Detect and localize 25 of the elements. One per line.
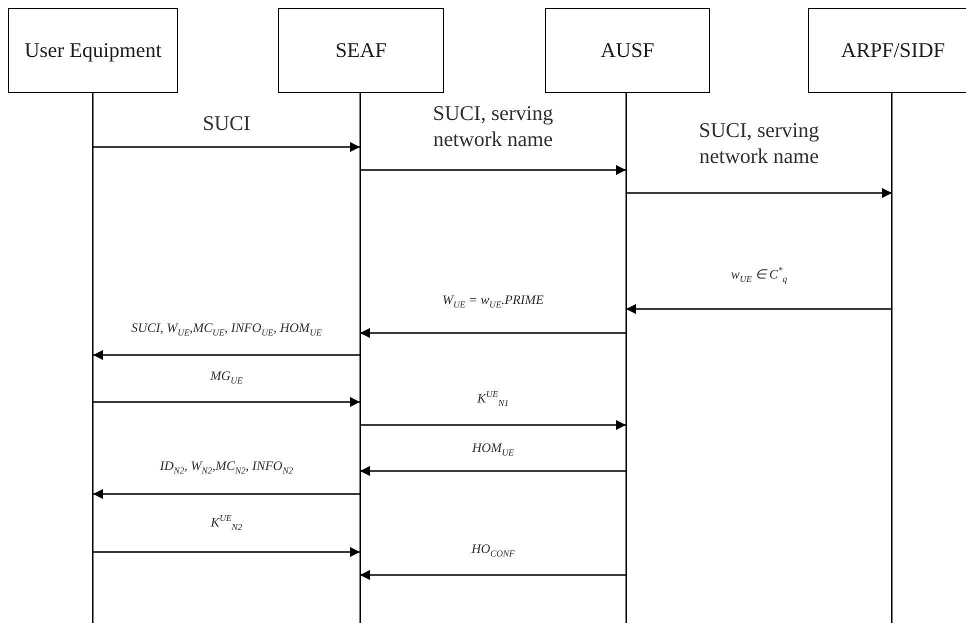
participant-box: AUSF: [545, 8, 710, 93]
message-arrow: [360, 165, 626, 175]
message-arrow: [93, 489, 360, 499]
message-label: W$_{UE}$ = w$_{UE}$.PRIME: [441, 292, 545, 310]
message-label: SUCI, serving network name: [432, 100, 554, 152]
message-arrow: [626, 304, 892, 314]
message-label: SUCI: [202, 110, 252, 136]
message-label: MG$_{UE}$: [209, 368, 244, 386]
message-arrow: [93, 547, 360, 557]
message-label: ID$_{N2}$, W$_{N2}$,MC$_{N2}$, INFO$_{N2}$: [158, 458, 294, 476]
message-arrow: [93, 142, 360, 152]
participant-box: ARPF/SIDF: [808, 8, 966, 93]
message-label: SUCI, serving network name: [698, 117, 820, 170]
participant-box: User Equipment: [8, 8, 178, 93]
message-arrow: [360, 420, 626, 430]
message-arrow: [626, 188, 892, 198]
message-arrow: [360, 466, 626, 476]
message-label: HO$_{CONF}$: [470, 541, 516, 559]
message-label: SUCI, W$_{UE}$,MC$_{UE}$, INFO$_{UE}$, HOM$_{UE}$: [130, 320, 323, 338]
participant-box: SEAF: [278, 8, 444, 93]
message-arrow: [93, 350, 360, 360]
message-arrow: [360, 328, 626, 338]
message-arrow: [93, 397, 360, 407]
message-arrow: [360, 570, 626, 580]
message-label: HOM$_{UE}$: [471, 440, 515, 458]
